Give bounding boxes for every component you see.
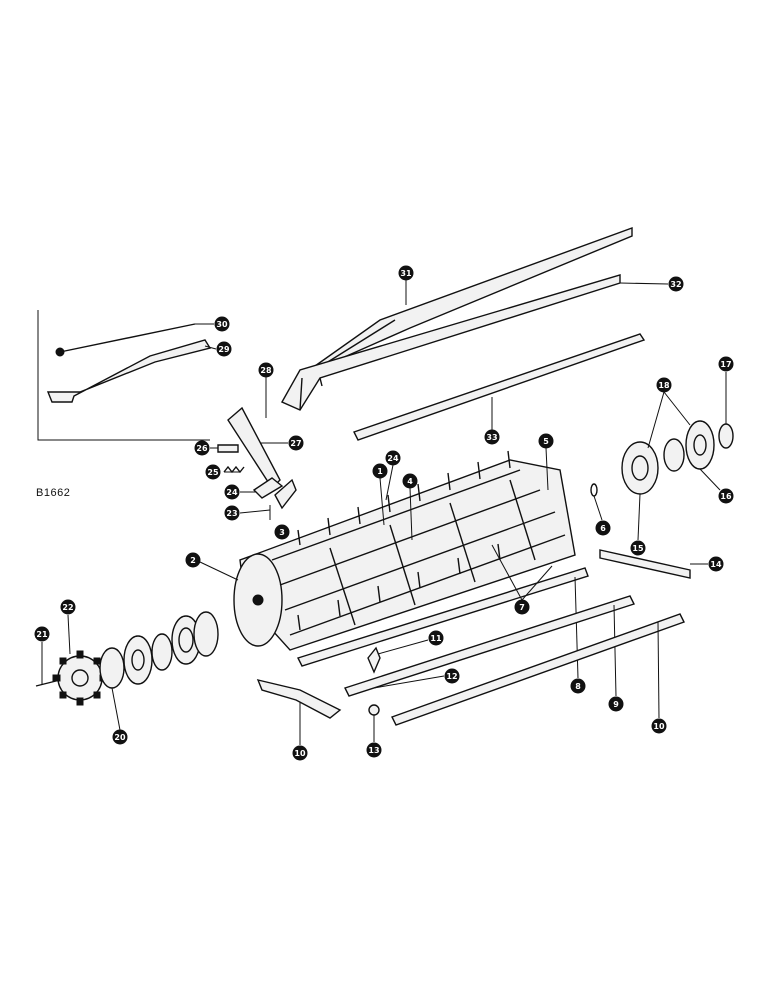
callout-9: 9 [608,696,624,712]
left-drive-assembly [35,611,219,731]
svg-text:2: 2 [190,556,196,565]
drum-teeth [297,450,511,631]
strip-8-part [297,567,589,679]
svg-text:22: 22 [62,603,73,612]
svg-text:4: 4 [407,477,413,486]
callout-4: 4 [402,473,418,489]
svg-text:16: 16 [720,492,732,501]
small-pin-part [590,483,603,521]
callout-10-right: 10 [651,718,667,734]
callout-25: 25 [205,464,221,480]
callout-14: 14 [708,556,724,572]
bracket-plate-part [227,406,288,490]
callout-32: 32 [668,276,684,292]
callout-15: 15 [630,540,646,556]
callout-27: 27 [288,435,304,451]
right-bearing-assembly [621,372,734,541]
drum-assembly-part [233,450,576,651]
svg-text:32: 32 [670,280,681,289]
strip-9-part [344,595,635,697]
callout-31: 31 [398,265,414,281]
svg-text:1: 1 [377,467,383,476]
callout-29: 29 [216,341,232,357]
arm-part [252,477,297,510]
svg-text:26: 26 [196,444,208,453]
svg-text:27: 27 [290,439,301,448]
lower-side-bar-part [256,679,342,745]
svg-text:6: 6 [600,524,606,533]
spring-part [223,465,245,474]
svg-text:20: 20 [114,733,126,742]
callout-2: 2 [185,552,201,568]
svg-text:25: 25 [207,468,219,477]
callout-16: 16 [718,488,734,504]
svg-text:23: 23 [226,509,237,518]
svg-text:28: 28 [260,366,272,375]
callout-12: 12 [444,668,460,684]
callout-13: 13 [366,742,382,758]
callout-1: 1 [372,463,388,479]
svg-text:11: 11 [430,634,442,643]
strip-10-part [391,613,685,726]
svg-text:18: 18 [658,381,670,390]
rod-part [55,323,214,357]
clip-part [210,444,239,453]
callout-8: 8 [570,678,586,694]
callout-20: 20 [112,729,128,745]
svg-text:17: 17 [720,360,731,369]
sprocket-part [52,650,108,706]
svg-text:9: 9 [613,700,619,709]
svg-text:8: 8 [575,682,581,691]
svg-text:10: 10 [653,722,665,731]
callout-21: 21 [34,626,50,642]
callout-5: 5 [538,433,554,449]
svg-text:24: 24 [387,454,399,463]
callout-22: 22 [60,599,76,615]
callout-33: 33 [484,429,500,445]
callout-18: 18 [656,377,672,393]
callout-26: 26 [194,440,210,456]
callout-3: 3 [274,524,290,540]
svg-text:7: 7 [519,603,525,612]
side-bar-part [599,549,708,579]
callout-11: 11 [428,630,444,646]
svg-text:24: 24 [226,488,238,497]
svg-text:33: 33 [486,433,497,442]
top-cover-part [314,226,633,372]
callout-23: 23 [224,505,240,521]
reference-code: B1662 [36,487,71,499]
svg-text:13: 13 [368,746,379,755]
callout-7: 7 [514,599,530,615]
svg-text:10: 10 [294,749,306,758]
callout-28: 28 [258,362,274,378]
callout-10-left: 10 [292,745,308,761]
svg-text:31: 31 [400,269,412,278]
callout-24-upper: 24 [385,450,401,466]
svg-text:3: 3 [279,528,285,537]
svg-text:21: 21 [36,630,48,639]
callout-17: 17 [718,356,734,372]
callout-24: 24 [224,484,240,500]
svg-text:30: 30 [216,320,228,329]
callout-6: 6 [595,520,611,536]
svg-text:15: 15 [632,544,644,553]
svg-text:29: 29 [218,345,230,354]
lower-strip-part [353,333,646,441]
svg-text:5: 5 [543,437,549,446]
lever-arm-part [46,339,217,403]
svg-text:14: 14 [710,560,722,569]
svg-text:12: 12 [446,672,457,681]
callout-30: 30 [214,316,230,332]
inset-frame [37,310,210,441]
trough-part [281,274,669,411]
bolt-part [367,639,445,742]
